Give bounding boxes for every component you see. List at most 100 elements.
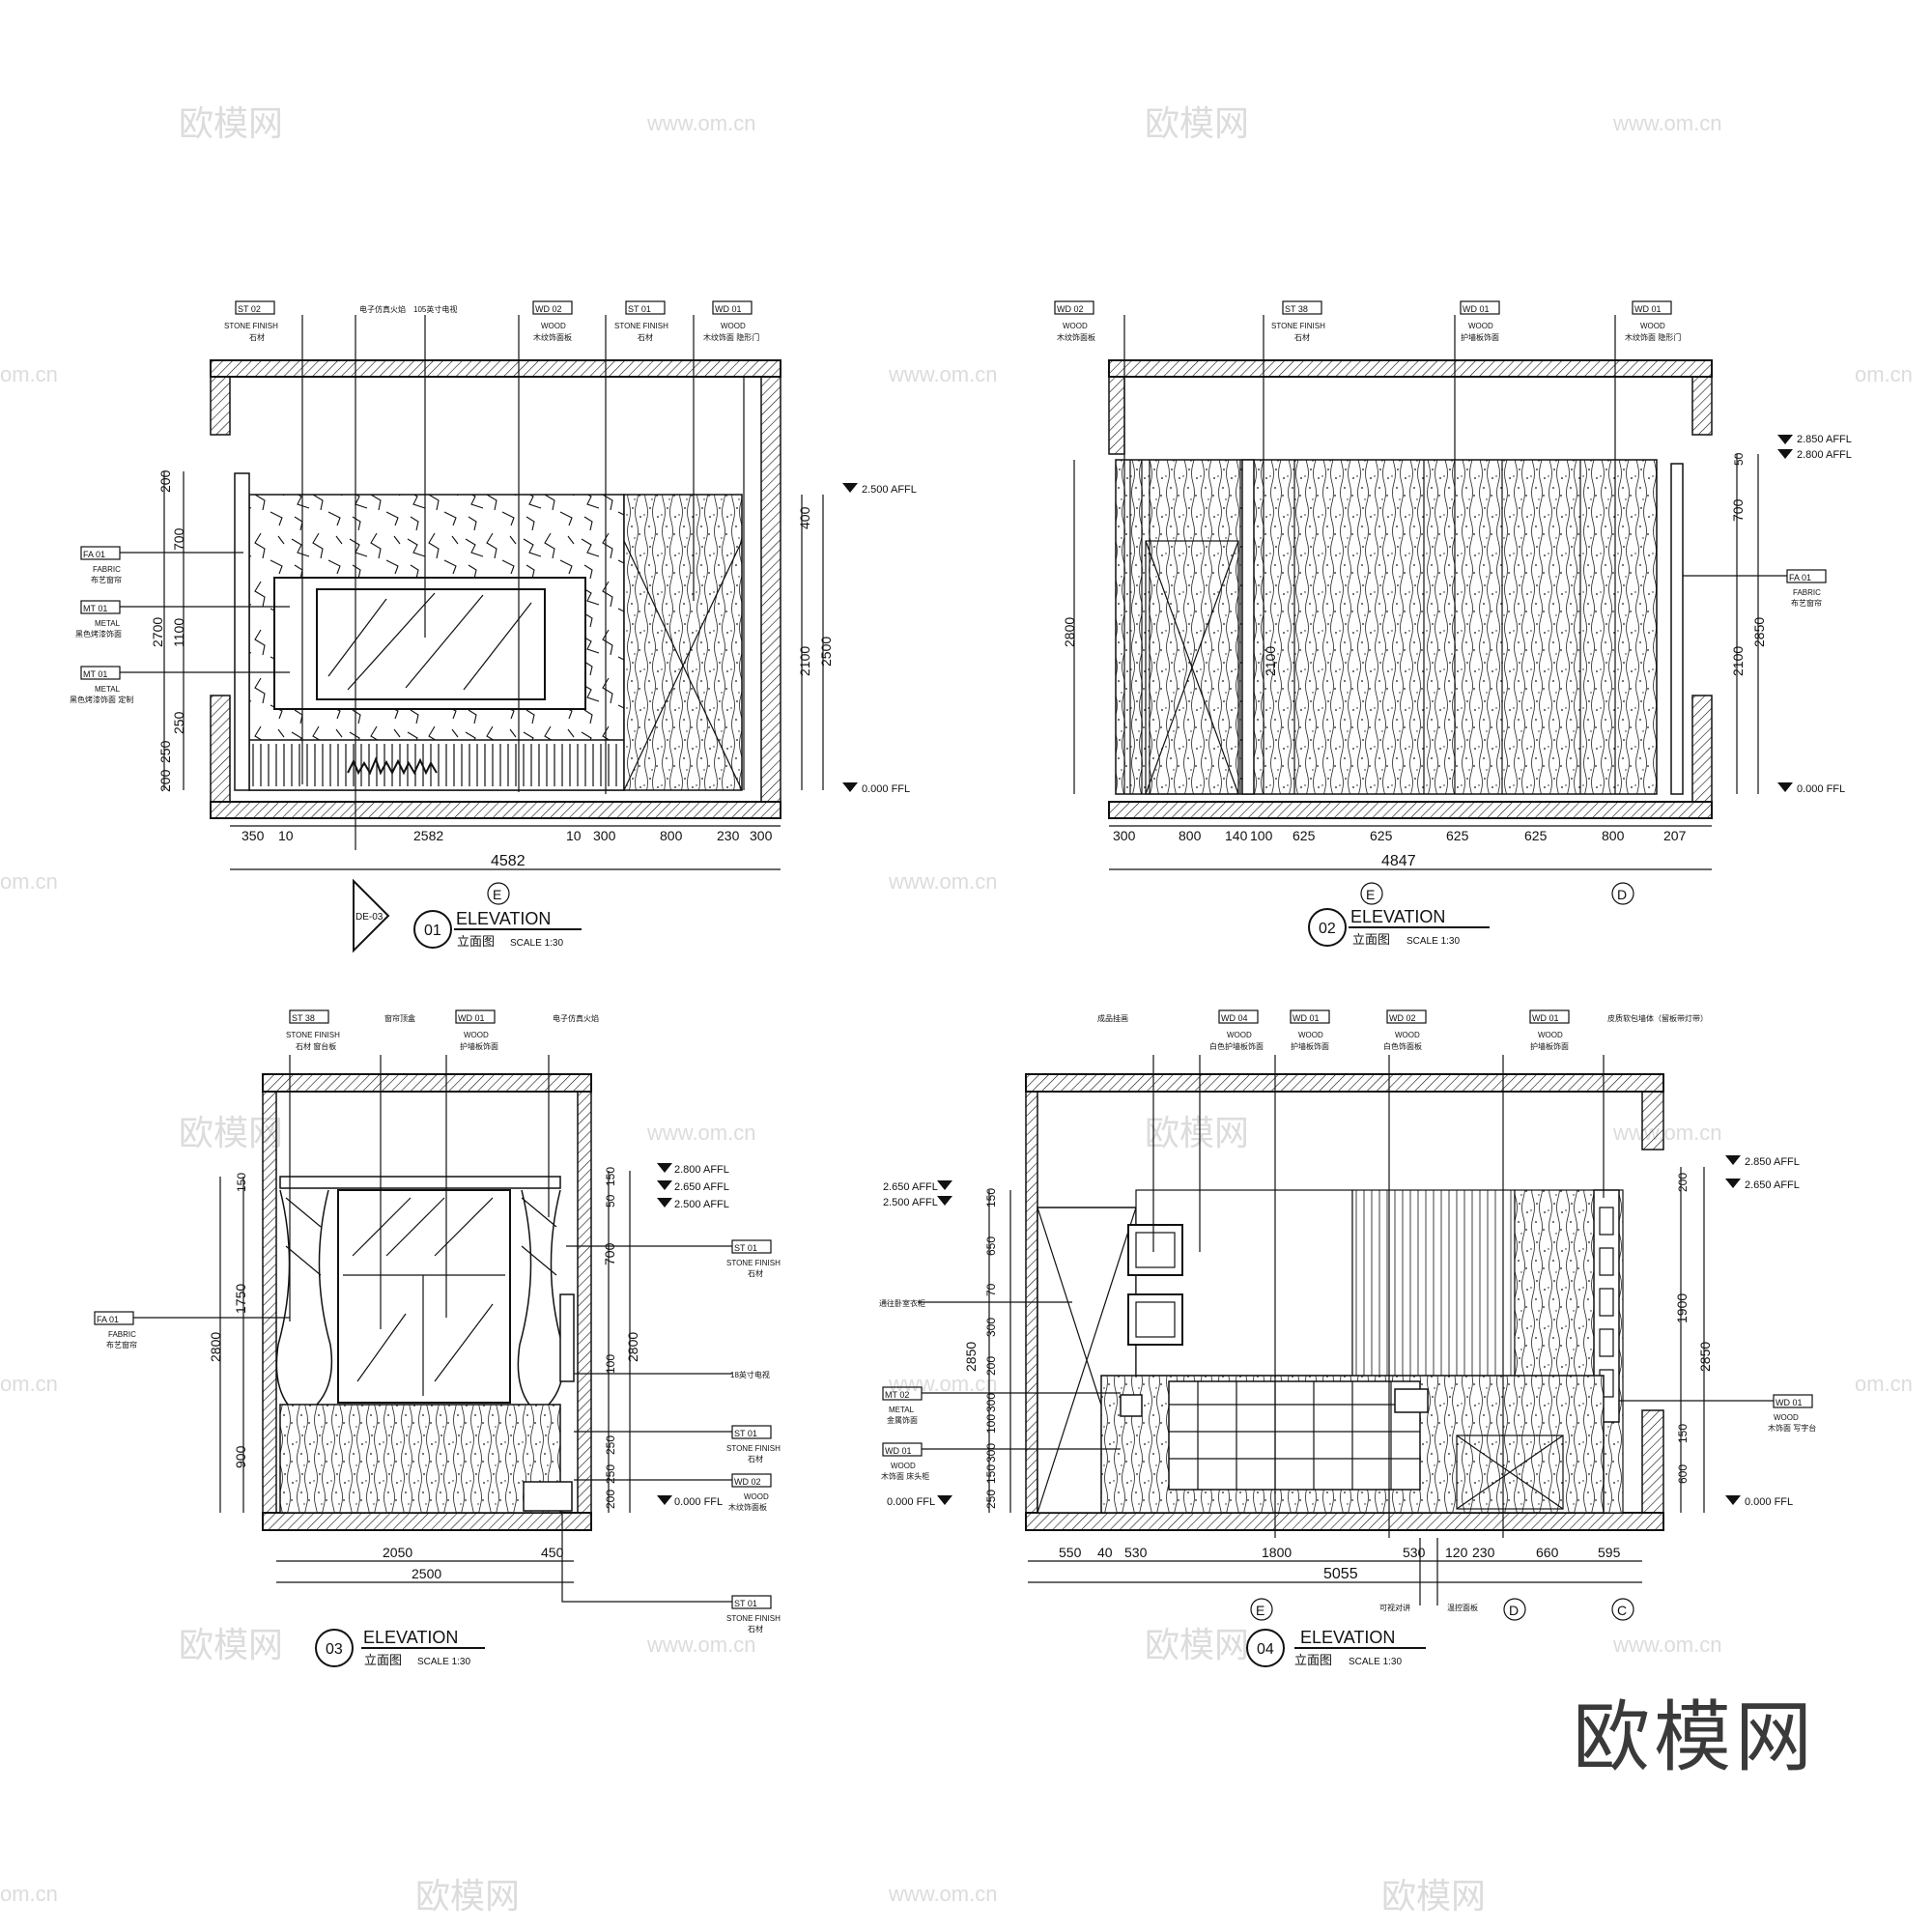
svg-text:2500: 2500 [818, 637, 834, 667]
left-wall [262, 1091, 277, 1514]
svg-text:MT 01: MT 01 [83, 604, 107, 613]
svg-text:WD 01: WD 01 [715, 304, 742, 314]
svg-text:护墙板饰面: 护墙板饰面 [1530, 1041, 1569, 1051]
svg-text:www.om.cn: www.om.cn [1612, 111, 1721, 135]
svg-text:100: 100 [1250, 828, 1273, 843]
ceiling-slab [210, 359, 781, 378]
svg-text:METAL: METAL [889, 1406, 915, 1414]
left-wall-upper [210, 376, 231, 436]
svg-text:护墙板饰面: 护墙板饰面 [1461, 332, 1499, 342]
svg-text:2.500 AFFL: 2.500 AFFL [674, 1199, 729, 1210]
elevation-subtitle: 立面图 [457, 934, 495, 949]
window-frame [337, 1189, 511, 1404]
wainscot-panel [279, 1404, 561, 1514]
elevation-number-bubble [315, 1629, 354, 1667]
svg-text:230: 230 [1472, 1545, 1495, 1560]
dimensions: 150 1750 900 2800 150 50 700 100 250 250… [208, 1163, 729, 1583]
right-wall-lower [1641, 1409, 1664, 1514]
svg-text:100: 100 [604, 1354, 617, 1374]
svg-text:530: 530 [1403, 1545, 1426, 1560]
svg-text:WD 01: WD 01 [1463, 304, 1490, 314]
svg-text:2.800 AFFL: 2.800 AFFL [674, 1164, 729, 1176]
svg-text:石材: 石材 [638, 332, 653, 342]
svg-text:欧模网: 欧模网 [415, 1876, 520, 1916]
svg-text:150: 150 [984, 1464, 998, 1484]
svg-text:ST 02: ST 02 [238, 304, 261, 314]
svg-text:0.000 FFL: 0.000 FFL [1745, 1496, 1793, 1508]
svg-text:ST 01: ST 01 [734, 1243, 757, 1253]
svg-text:400: 400 [797, 506, 812, 529]
svg-text:2800: 2800 [625, 1332, 640, 1362]
elevation-scale: SCALE 1:30 [510, 938, 563, 949]
svg-text:STONE FINISH: STONE FINISH [1271, 322, 1325, 330]
svg-text:2050: 2050 [383, 1545, 412, 1560]
svg-text:布艺窗帘: 布艺窗帘 [91, 575, 122, 584]
right-wall-upper [1691, 376, 1713, 436]
svg-text:C: C [1617, 1603, 1627, 1618]
svg-text:METAL: METAL [95, 685, 121, 694]
svg-text:250: 250 [157, 740, 173, 763]
svg-text:om.cn: om.cn [1855, 362, 1913, 386]
door-swing-cross [623, 540, 743, 791]
svg-text:700: 700 [1730, 498, 1746, 522]
svg-text:STONE FINISH: STONE FINISH [726, 1259, 781, 1267]
svg-text:DE-03: DE-03 [355, 912, 384, 923]
ceiling-slab [262, 1073, 592, 1093]
svg-text:www.om.cn: www.om.cn [888, 869, 997, 894]
svg-text:WOOD: WOOD [1227, 1031, 1252, 1039]
artwork-frame [1127, 1224, 1183, 1276]
svg-text:om.cn: om.cn [1855, 1372, 1913, 1396]
elevation-04: 成品挂画 WD 04 WOOD 白色护墙板饰面 WD 01 WOOD 护墙板饰面… [879, 1009, 1816, 1667]
svg-text:WD 01: WD 01 [1634, 304, 1662, 314]
elevation-scale: SCALE 1:30 [1406, 936, 1460, 947]
svg-text:MT 01: MT 01 [83, 669, 107, 679]
svg-text:WOOD: WOOD [744, 1492, 769, 1501]
curtain-strip [1670, 463, 1684, 795]
leader-lines [1123, 315, 1616, 794]
elevation-title: ELEVATION [1300, 1628, 1395, 1647]
leader-lines [301, 315, 745, 850]
curtain-strip [234, 472, 250, 791]
watermark-layer: 欧模网 www.om.cn 欧模网 www.om.cn om.cn www.om… [0, 103, 1913, 1916]
svg-text:150: 150 [984, 1188, 998, 1208]
svg-text:WOOD: WOOD [464, 1031, 489, 1039]
svg-text:1800: 1800 [1262, 1545, 1292, 1560]
svg-text:0.000 FFL: 0.000 FFL [674, 1496, 723, 1508]
svg-text:白色护墙板饰面: 白色护墙板饰面 [1209, 1041, 1264, 1051]
svg-text:FABRIC: FABRIC [108, 1330, 136, 1339]
svg-text:2.650 AFFL: 2.650 AFFL [883, 1181, 938, 1193]
svg-text:650: 650 [984, 1236, 998, 1256]
svg-text:D: D [1509, 1603, 1519, 1618]
svg-text:黑色烤漆饰面 定制: 黑色烤漆饰面 定制 [70, 695, 133, 704]
elevation-number: 04 [1257, 1641, 1274, 1658]
svg-text:10: 10 [278, 828, 294, 843]
elevation-03: ST 38 STONE FINISH 石材 窗台板 窗帘顶盒 WD 01 WOO… [94, 1009, 781, 1667]
svg-text:护墙板饰面: 护墙板饰面 [460, 1041, 498, 1051]
tv-screen [316, 588, 546, 700]
svg-text:www.om.cn: www.om.cn [1612, 1121, 1721, 1145]
svg-text:2700: 2700 [150, 617, 165, 647]
svg-text:100: 100 [984, 1414, 998, 1434]
svg-text:4847: 4847 [1381, 853, 1416, 869]
svg-text:300: 300 [984, 1443, 998, 1463]
svg-text:10: 10 [566, 828, 582, 843]
svg-text:石材: 石材 [748, 1454, 763, 1463]
svg-text:皮质软包墙体（留板带灯带）: 皮质软包墙体（留板带灯带） [1607, 1013, 1708, 1023]
material-tags: ST 38 STONE FINISH 石材 窗台板 窗帘顶盒 WD 01 WOO… [94, 1009, 781, 1634]
fireplace-slats [252, 744, 617, 786]
svg-text:0.000 FFL: 0.000 FFL [887, 1496, 935, 1508]
right-wall [577, 1091, 592, 1514]
curtain-box [279, 1176, 561, 1189]
svg-text:700: 700 [602, 1242, 617, 1265]
svg-text:STONE FINISH: STONE FINISH [726, 1444, 781, 1453]
stone-strip [1241, 459, 1255, 795]
ceiling-slab [1108, 359, 1713, 378]
svg-text:WOOD: WOOD [1468, 322, 1493, 330]
right-wall-upper [1641, 1091, 1664, 1151]
svg-text:黑色烤漆饰面: 黑色烤漆饰面 [75, 629, 122, 639]
svg-text:2.800 AFFL: 2.800 AFFL [1797, 449, 1852, 461]
svg-text:WD 02: WD 02 [734, 1477, 761, 1487]
svg-text:625: 625 [1370, 828, 1393, 843]
elevation-scale: SCALE 1:30 [417, 1657, 470, 1667]
brand-logo: 欧模网 [1573, 1692, 1816, 1782]
